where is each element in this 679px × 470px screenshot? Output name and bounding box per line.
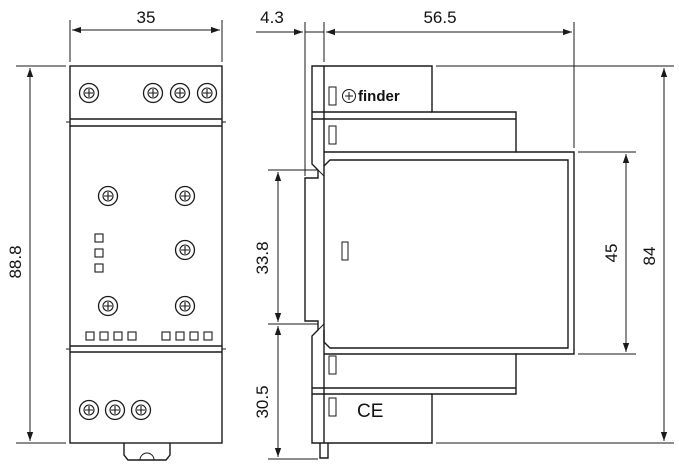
din-clip-hole [139, 452, 155, 461]
dim-front-width: 35 [137, 8, 156, 27]
indicator-square [203, 331, 213, 341]
dim-rail-span: 33.8 [253, 241, 272, 274]
screw-terminal-icon [196, 82, 218, 104]
screw-terminals [78, 82, 218, 421]
screw-terminal-icon [174, 295, 196, 317]
screw-terminal-icon [104, 399, 126, 421]
finder-logo-icon [342, 89, 356, 103]
brand-label: finder [358, 88, 400, 105]
indicator-square [85, 331, 95, 341]
side-slot-5 [328, 397, 337, 417]
side-slot-2 [328, 125, 337, 145]
indicator-square [94, 248, 104, 258]
indicator-square [94, 233, 104, 243]
side-body-outline [304, 65, 575, 444]
screw-terminal-icon [97, 295, 119, 317]
screw-terminal-icon [174, 185, 196, 207]
dim-side-height: 84 [640, 247, 659, 266]
side-foot [319, 443, 329, 459]
rail-notch-bottom [317, 323, 325, 331]
screw-terminal-icon [169, 82, 191, 104]
indicator-square [94, 263, 104, 273]
din-clip [123, 443, 171, 461]
indicator-square [127, 331, 137, 341]
screw-terminal-icon [142, 82, 164, 104]
front-body-outline [69, 65, 223, 444]
side-slot-4 [328, 355, 337, 375]
front-view [66, 65, 226, 461]
indicator-square [113, 331, 123, 341]
dim-front-height: 88.8 [6, 245, 25, 278]
side-front-cover [323, 159, 569, 349]
rail-notch-top [317, 169, 325, 177]
indicator-squares [85, 233, 213, 341]
screw-terminal-icon [78, 399, 100, 421]
screw-terminal-icon [78, 82, 100, 104]
side-view: finder CE [304, 65, 575, 459]
side-slot-1 [328, 86, 337, 106]
indicator-square [161, 331, 171, 341]
screw-terminal-icon [174, 239, 196, 261]
screw-terminal-icon [97, 185, 119, 207]
dim-side-depth: 56.5 [423, 8, 456, 27]
indicator-square [99, 331, 109, 341]
indicator-square [189, 331, 199, 341]
screw-terminal-icon [130, 399, 152, 421]
indicator-square [175, 331, 185, 341]
dim-side-small-depth: 4.3 [260, 8, 284, 27]
ce-mark-icon: CE [357, 401, 383, 422]
side-slot-3 [341, 241, 349, 261]
dimension-lines: 35 88.8 4.3 56.5 33.8 30.5 45 84 [6, 8, 674, 460]
dim-front-face-height: 45 [602, 244, 621, 263]
dim-lower-offset: 30.5 [253, 385, 272, 418]
